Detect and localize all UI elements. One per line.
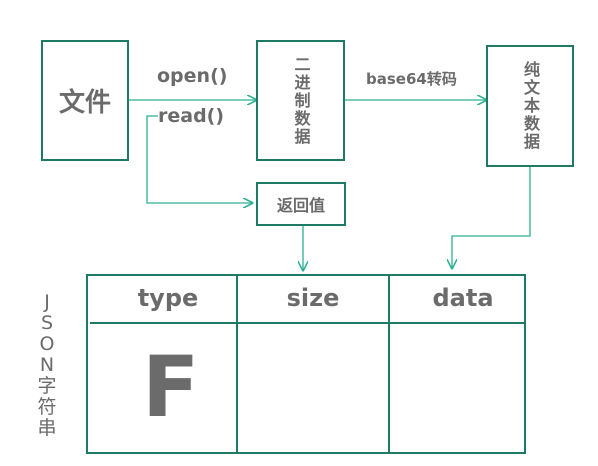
json-string-char: 字 (37, 375, 57, 397)
table-header-underline (90, 322, 524, 324)
arrow-read-to-return (146, 115, 252, 203)
node-plaintext-label: 纯文本数据 (521, 61, 540, 151)
table-header-size: size (286, 284, 340, 312)
json-string-char: O (39, 333, 55, 355)
node-return-value: 返回值 (256, 182, 346, 226)
json-string-char: 串 (37, 417, 57, 439)
json-table: type size data F (86, 274, 526, 454)
table-divider (388, 276, 390, 452)
table-cell-type: F (142, 338, 200, 436)
table-header-type: type (137, 284, 199, 312)
edge-base64-label: base64转码 (366, 70, 457, 88)
edge-read-label: read() (158, 105, 225, 127)
json-string-char: J (44, 291, 50, 313)
json-string-char: 符 (37, 396, 57, 418)
table-divider (236, 276, 238, 452)
node-file-label: 文件 (58, 88, 111, 118)
node-file: 文件 (41, 40, 129, 161)
arrow-plaintext-to-table (452, 167, 531, 268)
node-binary-label: 二进制数据 (291, 55, 311, 146)
json-string-char: S (40, 312, 54, 334)
node-plaintext: 纯文本数据 (486, 45, 574, 167)
json-string-char: N (39, 354, 55, 376)
node-return-value-label: 返回值 (276, 196, 325, 215)
node-binary: 二进制数据 (256, 40, 345, 161)
edge-open-label: open() (157, 65, 228, 87)
json-string-label: J S O N 字 符 串 (34, 292, 60, 448)
table-header-data: data (432, 284, 494, 312)
